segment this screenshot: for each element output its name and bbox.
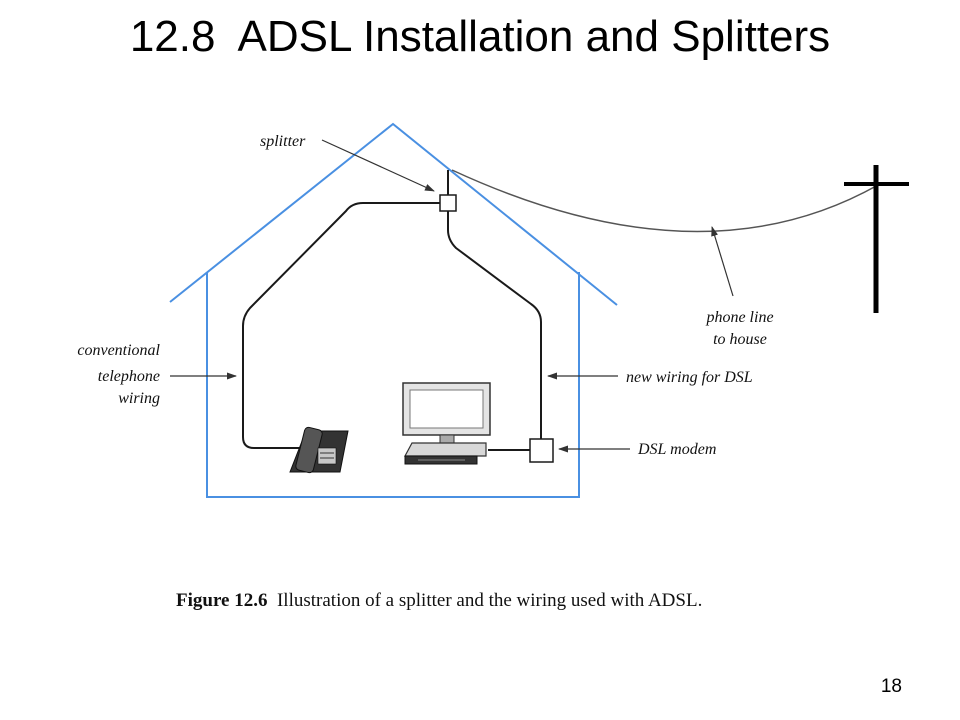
dsl-modem-box [529, 438, 554, 463]
caption-text: Illustration of a splitter and the wirin… [267, 590, 703, 611]
new-wiring-label: new wiring for DSL [626, 369, 753, 386]
figure-caption: Figure 12.6 Illustration of a splitter a… [176, 590, 702, 612]
house-walls [206, 272, 580, 498]
phone-line-label-line-2: to house [713, 331, 767, 348]
conventional-wiring-label-line-2: telephone [98, 368, 160, 385]
splitter-label: splitter [260, 133, 306, 150]
phone-line-label-line-1: phone line [705, 309, 773, 326]
conventional-wiring [242, 202, 440, 449]
splitter-arrow [321, 139, 435, 192]
figure-label: Figure 12.6 [176, 590, 268, 611]
house-roof [169, 122, 618, 306]
telephone-icon [289, 426, 349, 474]
house-outline [169, 122, 618, 498]
slide-title: 12.8 ADSL Installation and Splitters [129, 12, 831, 61]
dsl-modem-label: DSL modem [637, 441, 716, 458]
computer-icon [402, 382, 491, 465]
conventional-wiring-label-line-3: wiring [118, 390, 160, 407]
page-number: 18 [880, 676, 902, 697]
phone-line-wire [451, 169, 879, 233]
conventional-wiring-label-line-1: conventional [77, 342, 160, 359]
phone-line-arrow [711, 226, 734, 297]
dsl-wiring [447, 211, 542, 439]
splitter-box [439, 194, 457, 212]
telephone-pole [844, 165, 909, 313]
